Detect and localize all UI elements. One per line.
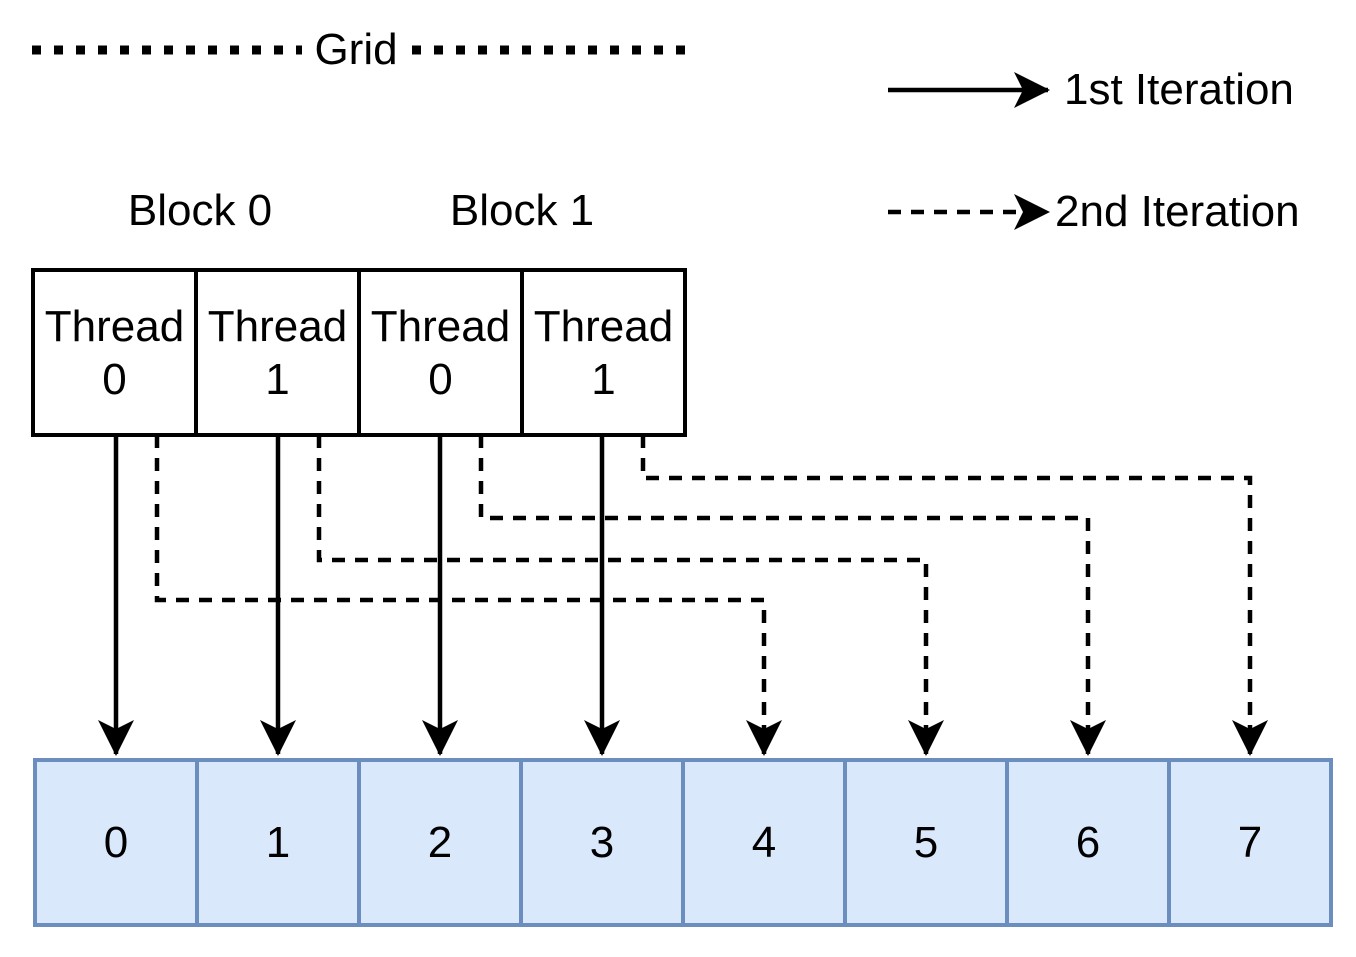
thread-index: 1 [265,354,290,404]
block-1-label: Block 1 [449,186,595,235]
block-0-label: Block 0 [127,186,273,235]
second-iteration-arrow-thread0-cell4 [154,435,782,756]
memory-cell-3: 3 [519,758,685,927]
memory-cell-1: 1 [195,758,361,927]
thread-box-block1-thread1: Thread 1 [520,268,687,437]
second-iteration-arrow-thread3-cell7 [640,435,1268,756]
memory-cell-2: 2 [357,758,523,927]
thread-index: 0 [428,354,453,404]
thread-word: Thread [44,301,185,351]
thread-index: 0 [102,354,127,404]
thread-word: Thread [533,301,674,351]
thread-word: Thread [370,301,511,351]
legend-label-first-iteration: 1st Iteration [1064,65,1294,114]
memory-cell-5: 5 [843,758,1009,927]
iteration-arrows-group [98,435,1268,756]
memory-cell-0: 0 [33,758,199,927]
memory-cell-6: 6 [1005,758,1171,927]
second-iteration-arrow-thread2-cell6 [478,435,1106,756]
legend-label-second-iteration: 2nd Iteration [1055,187,1300,236]
thread-box-block1-thread0: Thread 0 [357,268,524,437]
memory-cell-4: 4 [681,758,847,927]
thread-box-block0-thread0: Thread 0 [31,268,198,437]
grid-label: Grid [314,25,398,74]
thread-word: Thread [207,301,348,351]
thread-index: 1 [591,354,616,404]
second-iteration-arrow-thread1-cell5 [316,435,944,756]
thread-box-block0-thread1: Thread 1 [194,268,361,437]
memory-cell-7: 7 [1167,758,1333,927]
